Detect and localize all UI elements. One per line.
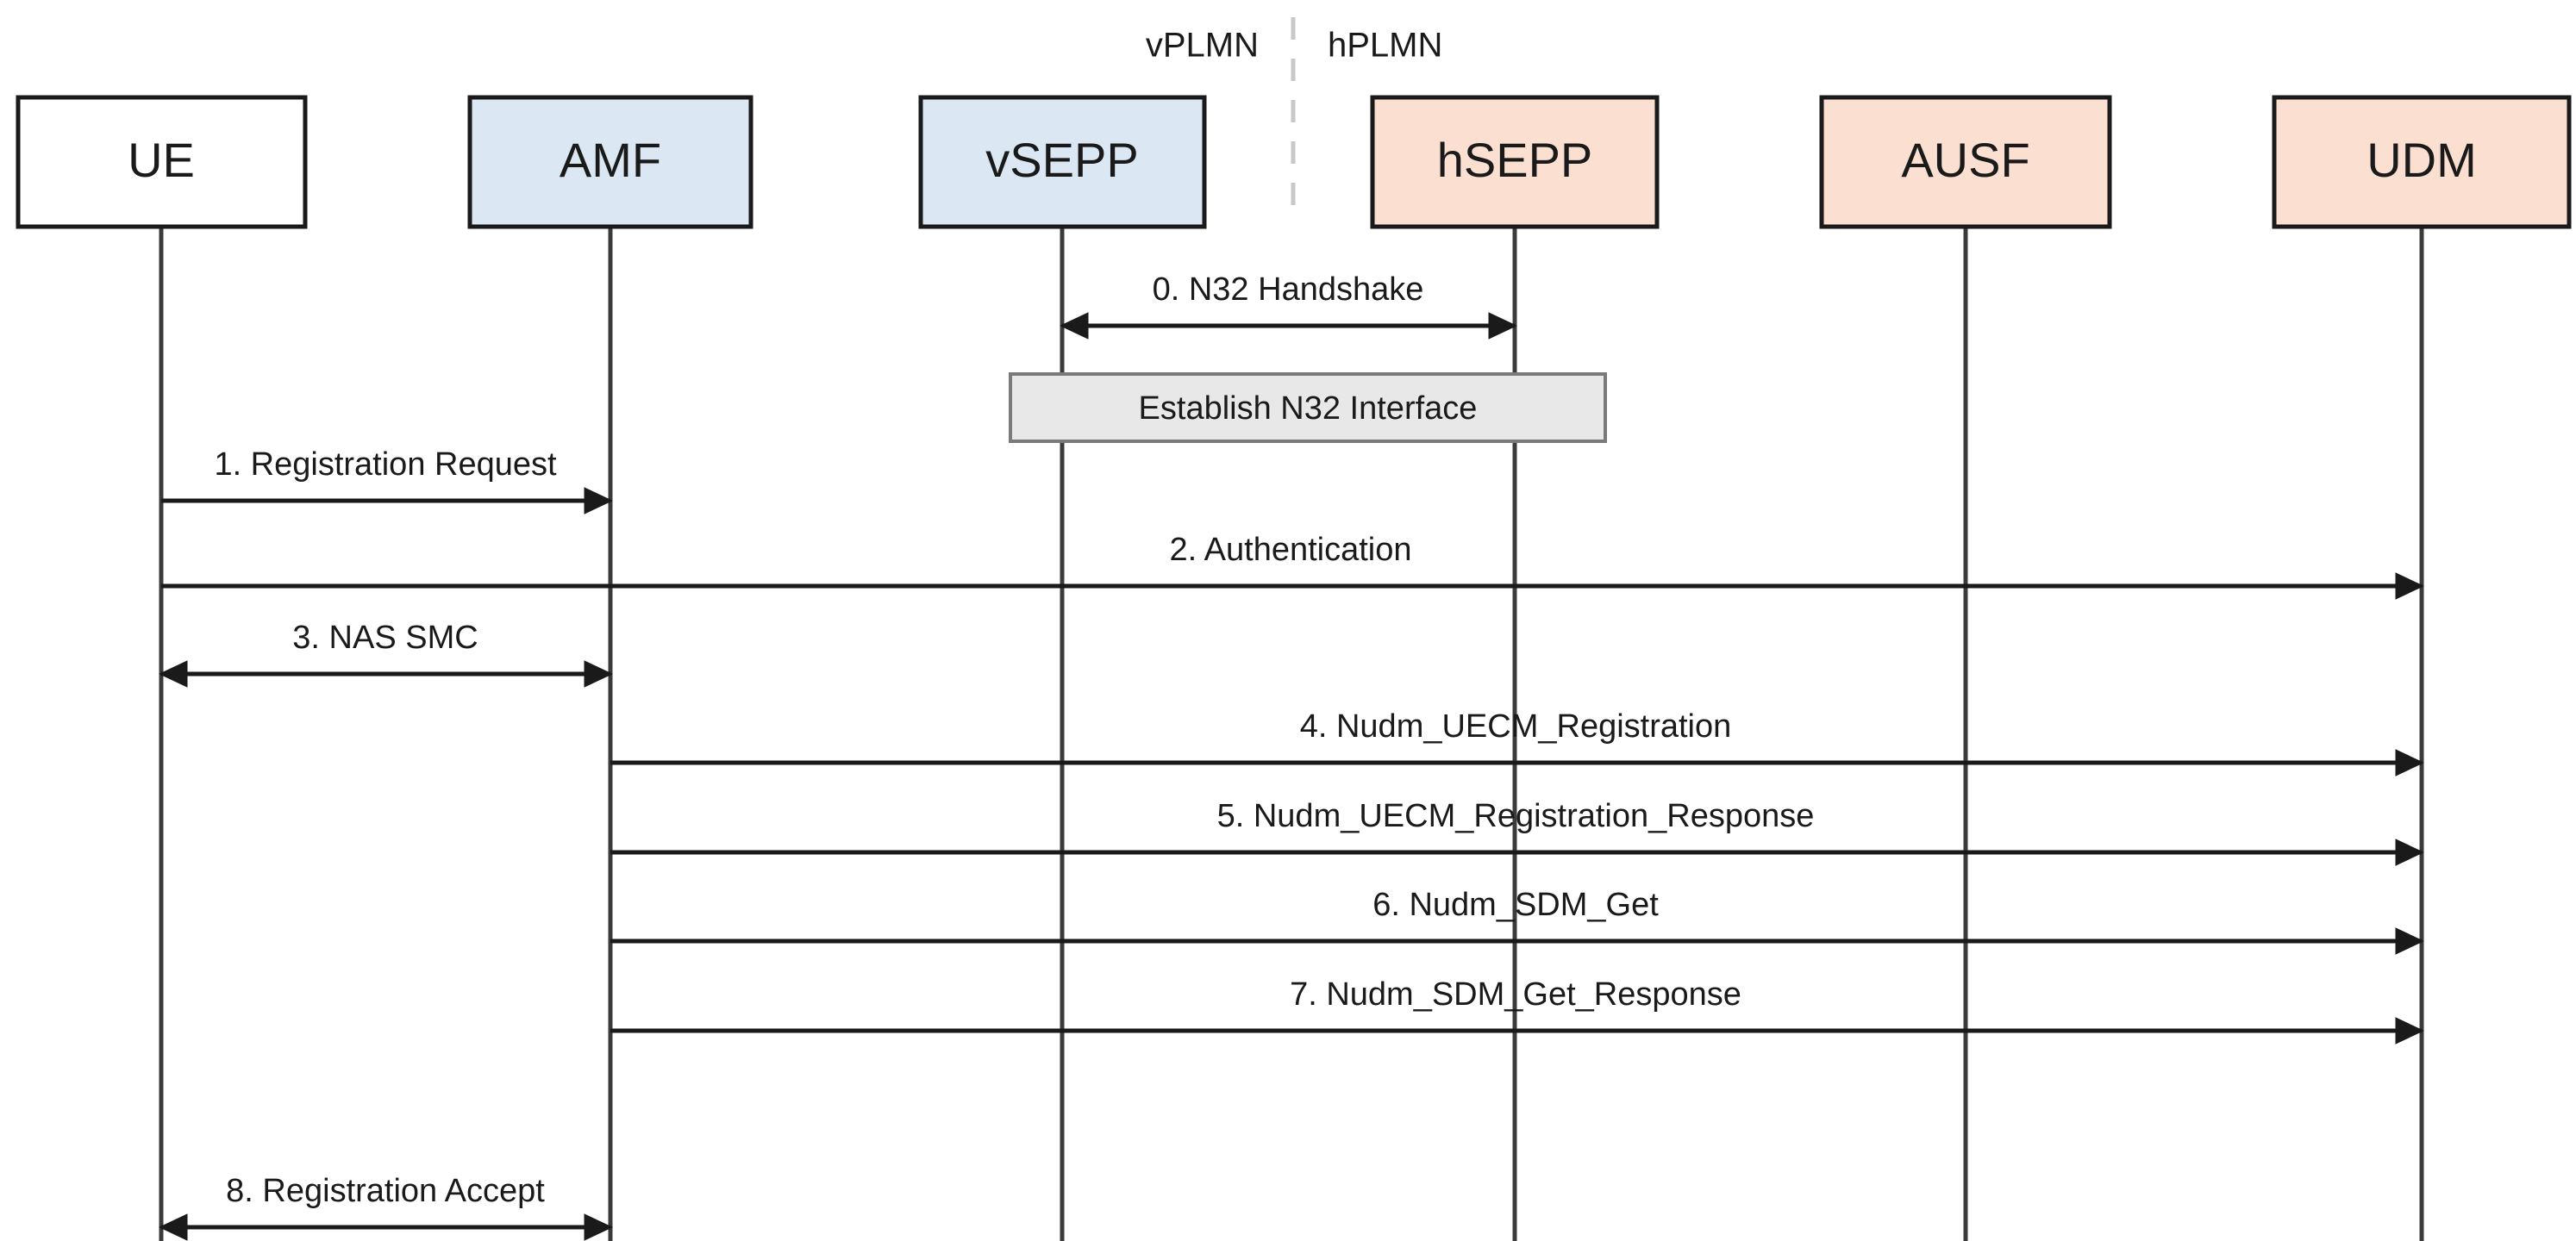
actor-amf[interactable]: AMF [467, 95, 753, 229]
actor-ue[interactable]: UE [16, 95, 308, 229]
actor-label-vsepp: vSEPP [985, 133, 1138, 187]
actor-boxes-group: UE AMF vSEPP hSEPP AUSF UDM [16, 95, 2572, 229]
message-label-8: 8. Registration Accept [226, 1173, 545, 1209]
actor-box-udm[interactable] [2272, 95, 2572, 229]
message-1: 1. Registration Request [161, 446, 613, 514]
message-label-1: 1. Registration Request [214, 446, 557, 483]
actor-label-udm: UDM [2367, 133, 2477, 187]
actor-box-amf[interactable] [467, 95, 753, 229]
messages-group: 0. N32 Handshake 1. Registration Request 2… [159, 271, 2424, 1241]
message-label-7: 7. Nudm_SDM_Get_Response [1290, 976, 1741, 1013]
actor-udm[interactable]: UDM [2272, 95, 2572, 229]
actor-label-ue: UE [128, 133, 195, 187]
note-label-establish-n32: Establish N32 Interface [1139, 390, 1478, 427]
message-label-2: 2. Authentication [1170, 532, 1412, 568]
actor-box-ue[interactable] [16, 95, 308, 229]
actor-hsepp[interactable]: hSEPP [1370, 95, 1660, 229]
message-label-5: 5. Nudm_UECM_Registration_Response [1217, 798, 1815, 834]
actor-vsepp[interactable]: vSEPP [918, 95, 1207, 229]
actor-label-amf: AMF [560, 133, 661, 187]
message-label-4: 4. Nudm_UECM_Registration [1300, 708, 1732, 745]
actor-label-ausf: AUSF [1901, 133, 2029, 187]
message-7: 7. Nudm_SDM_Get_Response [610, 976, 2424, 1045]
actor-ausf[interactable]: AUSF [1819, 95, 2112, 229]
message-label-3: 3. NAS SMC [292, 620, 478, 656]
actor-box-vsepp[interactable] [918, 95, 1207, 229]
message-6: 6. Nudm_SDM_Get [610, 887, 2424, 955]
message-5: 5. Nudm_UECM_Registration_Response [610, 798, 2424, 866]
message-8: 8. Registration Accept [159, 1173, 613, 1241]
domain-label-vplmn: vPLMN [1146, 27, 1259, 65]
note-establish-n32: Establish N32 Interface [1009, 372, 1607, 443]
message-4: 4. Nudm_UECM_Registration [610, 708, 2424, 776]
notes-group: Establish N32 Interface [1009, 372, 1607, 443]
message-2: 2. Authentication [161, 532, 2424, 600]
note-box-establish-n32 [1009, 372, 1607, 443]
message-label-0: 0. N32 Handshake [1153, 271, 1424, 308]
network-domain-labels: vPLMN hPLMN [1146, 27, 1443, 65]
domain-label-hplmn: hPLMN [1328, 27, 1442, 65]
actor-label-hsepp: hSEPP [1437, 133, 1593, 187]
message-0: 0. N32 Handshake [1060, 271, 1517, 340]
actor-box-hsepp[interactable] [1370, 95, 1660, 229]
actor-box-ausf[interactable] [1819, 95, 2112, 229]
message-3: 3. NAS SMC [159, 620, 613, 688]
message-label-6: 6. Nudm_SDM_Get [1372, 887, 1659, 923]
